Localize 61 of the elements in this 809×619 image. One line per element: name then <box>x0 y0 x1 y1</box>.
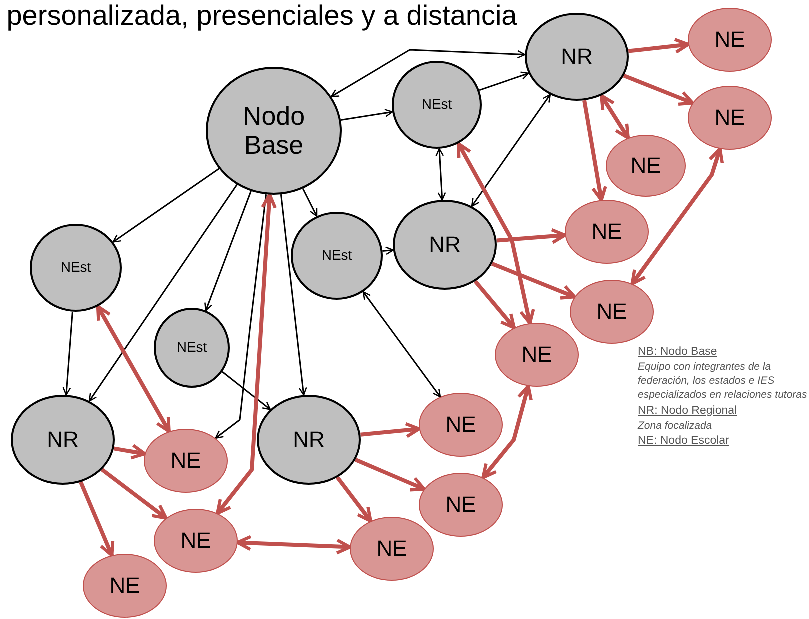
legend-description: Equipo con integrantes de la federación, los estados e IES especializados en relaciones tutoras <box>638 360 808 403</box>
school-node-ellipse: NE <box>350 517 434 581</box>
hub-node-ellipse: NR <box>257 395 361 485</box>
legend-term: NB: Nodo Base <box>638 346 718 358</box>
hub-node-ellipse: NEst <box>154 308 230 388</box>
arrow <box>204 191 252 312</box>
arrow <box>436 148 446 201</box>
arrow <box>360 422 421 438</box>
arrow <box>340 109 394 122</box>
school-node-ellipse: NE <box>495 323 579 387</box>
legend-term: NE: Nodo Escolar <box>638 434 730 447</box>
arrow <box>215 194 268 440</box>
arrow <box>112 168 220 243</box>
arrow <box>216 193 278 516</box>
school-node-ellipse: NE <box>419 473 503 537</box>
legend-term: NR: Nodo Regional <box>638 404 738 417</box>
arrow <box>222 371 272 410</box>
arrow <box>630 148 724 286</box>
arrow <box>302 188 318 218</box>
school-node-ellipse: NE <box>565 200 649 264</box>
hub-node-ellipse: NR <box>525 13 629 101</box>
arrow <box>96 305 172 434</box>
arrow <box>354 458 426 492</box>
arrow <box>456 142 536 325</box>
arrow <box>330 49 526 98</box>
arrow <box>336 476 372 523</box>
arrow <box>382 246 394 256</box>
school-node-ellipse: NE <box>83 554 167 618</box>
school-node-ellipse: NE <box>570 280 654 344</box>
hub-node-ellipse: NEst <box>291 212 383 300</box>
school-node-ellipse: NE <box>688 8 772 72</box>
arrow <box>280 194 308 396</box>
title: personalizada, presenciales y a distancia <box>6 0 518 32</box>
arrow <box>236 535 352 555</box>
hub-node-ellipse: NEst <box>392 61 482 149</box>
arrow <box>62 312 74 396</box>
arrow <box>496 228 567 244</box>
arrow <box>362 291 442 398</box>
arrow <box>479 72 530 92</box>
school-node-ellipse: NE <box>606 135 686 197</box>
arrow <box>474 280 516 330</box>
arrow <box>491 262 576 300</box>
school-node-ellipse: NE <box>419 393 503 457</box>
arrow <box>600 94 630 140</box>
school-node-ellipse: NE <box>144 429 228 493</box>
arrow <box>100 468 168 520</box>
arrow <box>582 100 608 202</box>
arrow <box>623 74 694 106</box>
legend-description: Zona focalizada <box>638 418 714 433</box>
arrow <box>471 94 552 208</box>
hub-node-ellipse: NR <box>393 200 497 290</box>
school-node-ellipse: NE <box>154 509 238 573</box>
arrow <box>88 184 238 402</box>
arrow <box>114 444 147 460</box>
hub-node-ellipse: NEst <box>30 224 122 312</box>
hub-node-ellipse: Nodo Base <box>206 67 342 195</box>
school-node-ellipse: NE <box>688 86 772 150</box>
arrow <box>482 384 533 480</box>
arrow <box>628 38 690 54</box>
arrow <box>79 481 115 558</box>
hub-node-ellipse: NR <box>11 395 115 485</box>
